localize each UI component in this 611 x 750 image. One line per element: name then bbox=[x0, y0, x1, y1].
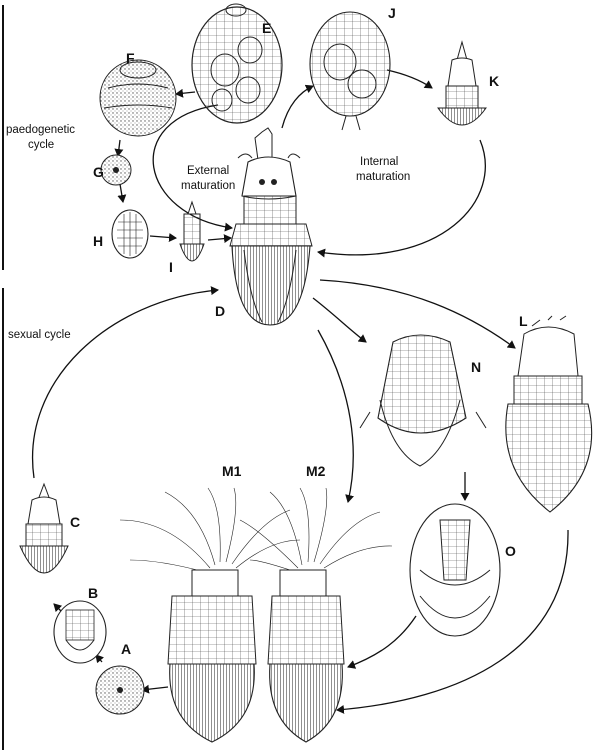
paedogenetic-cycle-label-line1: paedogenetic bbox=[6, 124, 75, 136]
stage-K-larva bbox=[437, 40, 487, 126]
label-D: D bbox=[215, 303, 225, 319]
stage-C-larva bbox=[19, 482, 69, 574]
stage-I-larva bbox=[179, 200, 205, 262]
label-J: J bbox=[388, 5, 396, 21]
sexual-cycle-label: sexual cycle bbox=[8, 329, 71, 341]
label-G: G bbox=[93, 164, 104, 180]
stage-B-cyst bbox=[53, 600, 107, 664]
external-maturation-label-line1: External bbox=[187, 165, 229, 177]
stage-M2-adult bbox=[239, 487, 393, 743]
arrow-E-to-F bbox=[175, 88, 196, 98]
label-E: E bbox=[262, 20, 271, 36]
label-M2: M2 bbox=[306, 463, 326, 479]
arrow-H-to-I bbox=[149, 232, 177, 242]
arrow-D-to-L bbox=[319, 279, 516, 349]
arrow-I-to-D bbox=[207, 234, 232, 244]
arrow-G-to-H bbox=[117, 183, 127, 203]
label-N: N bbox=[471, 359, 481, 375]
arrow-O-to-M bbox=[347, 615, 417, 669]
arrow-J-to-K bbox=[386, 69, 433, 89]
arrow-D-to-M2 bbox=[317, 329, 354, 503]
label-F: F bbox=[126, 50, 135, 66]
stage-G-egg bbox=[100, 154, 132, 186]
arrow-internal-maturation bbox=[317, 139, 486, 258]
arrow-F-to-G bbox=[114, 139, 124, 157]
paedogenetic-cycle-label-line2: cycle bbox=[28, 139, 54, 151]
arrow-L-to-M bbox=[336, 529, 569, 714]
arrow-D-to-N bbox=[312, 297, 367, 343]
arrow-M-to-A bbox=[141, 684, 169, 694]
stage-D-larva bbox=[229, 127, 313, 326]
label-B: B bbox=[88, 585, 98, 601]
stage-A-egg bbox=[95, 665, 145, 715]
internal-maturation-label-line2: maturation bbox=[356, 171, 410, 183]
cycle-arrows bbox=[31, 69, 569, 714]
arrow-D-to-J bbox=[281, 84, 314, 129]
label-L: L bbox=[519, 313, 528, 329]
stage-F-cyst bbox=[99, 59, 177, 137]
internal-maturation-label-line1: Internal bbox=[360, 156, 398, 168]
stage-J-cyst bbox=[309, 11, 391, 131]
cycle-text: paedogenetic cycle sexual cycle External… bbox=[6, 124, 410, 341]
stage-L-larva bbox=[505, 315, 593, 513]
label-O: O bbox=[505, 543, 516, 559]
external-maturation-label-line2: maturation bbox=[181, 180, 235, 192]
label-H: H bbox=[93, 233, 103, 249]
label-K: K bbox=[489, 73, 499, 89]
label-M1: M1 bbox=[222, 463, 242, 479]
stage-M1-adult bbox=[119, 487, 301, 743]
stage-H-cyst bbox=[111, 209, 149, 259]
arrow-C-to-D bbox=[31, 286, 219, 479]
label-C: C bbox=[70, 514, 80, 530]
stage-E-cyst bbox=[191, 3, 283, 124]
label-A: A bbox=[121, 641, 131, 657]
stage-N-larva bbox=[359, 334, 487, 467]
stage-labels: E F G H I J K D L N O M1 M2 C B A bbox=[70, 5, 528, 657]
label-I: I bbox=[169, 259, 173, 275]
stage-O-larva bbox=[409, 503, 501, 637]
